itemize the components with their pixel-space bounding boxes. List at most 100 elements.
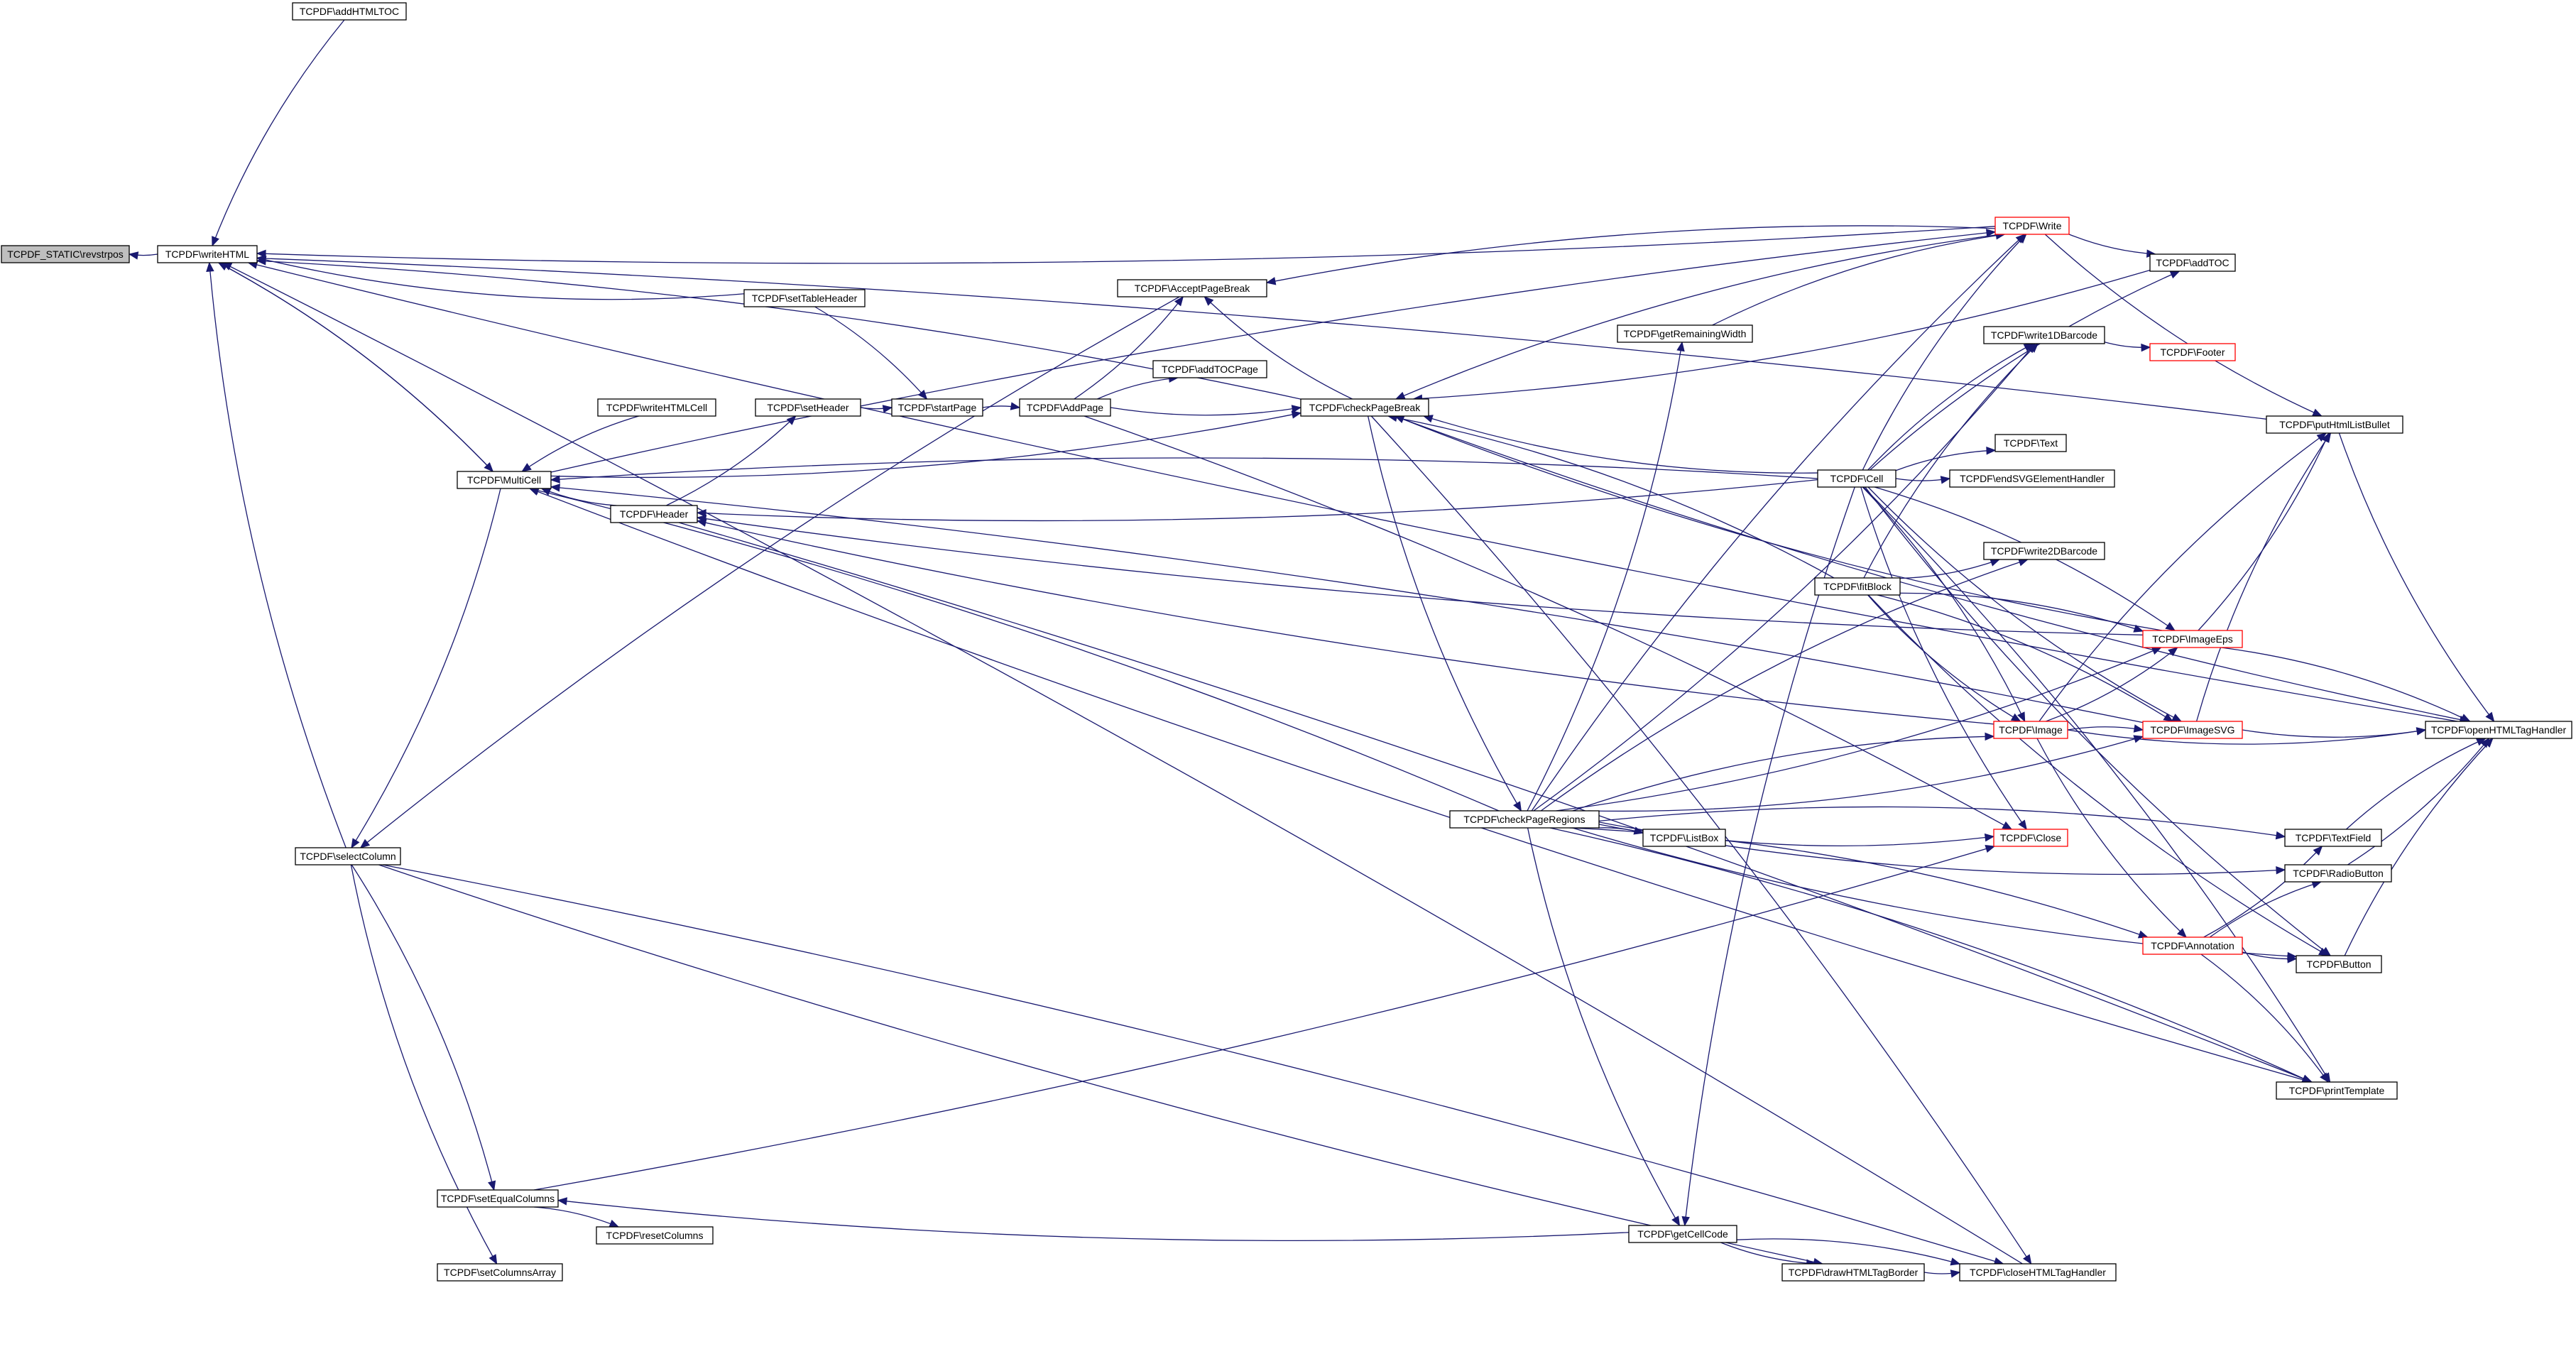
node-putHtmlListBullet[interactable]: TCPDF\putHtmlListBullet [2266, 415, 2403, 434]
edge-AcceptPageBreak-to-selectColumn [359, 296, 1180, 848]
node-RadioButton[interactable]: TCPDF\RadioButton [2284, 864, 2392, 883]
node-Image[interactable]: TCPDF\Image [1993, 721, 2068, 739]
node-endSVGElementHandler[interactable]: TCPDF\endSVGElementHandler [1949, 469, 2115, 488]
node-selectColumn[interactable]: TCPDF\selectColumn [295, 847, 401, 865]
node-label: TCPDF\ListBox [1650, 832, 1718, 843]
node-drawHTMLTagBorder[interactable]: TCPDF\drawHTMLTagBorder [1781, 1263, 1925, 1282]
node-startPage[interactable]: TCPDF\startPage [891, 398, 983, 417]
node-resetColumns[interactable]: TCPDF\resetColumns [596, 1226, 714, 1245]
node-label: TCPDF\setColumnsArray [444, 1267, 556, 1278]
node-MultiCell[interactable]: TCPDF\MultiCell [457, 471, 552, 489]
node-getCellCode[interactable]: TCPDF\getCellCode [1628, 1225, 1737, 1243]
edge-Write-to-putHtmlListBullet [2044, 234, 2323, 417]
node-Cell[interactable]: TCPDF\Cell [1817, 469, 1896, 488]
node-label: TCPDF\Header [620, 508, 689, 520]
edge-MultiCell-to-writeHTML [217, 262, 493, 472]
node-label: TCPDF\resetColumns [606, 1230, 704, 1241]
node-label: TCPDF\Write [2003, 220, 2062, 231]
edge-printTemplate-to-MultiCell [528, 488, 2312, 1083]
node-write2DBarcode[interactable]: TCPDF\write2DBarcode [1983, 542, 2105, 560]
node-Header[interactable]: TCPDF\Header [610, 505, 698, 523]
node-Button[interactable]: TCPDF\Button [2296, 955, 2382, 973]
node-setColumnsArray[interactable]: TCPDF\setColumnsArray [437, 1263, 563, 1282]
edge-checkPageBreak-to-AcceptPageBreak [1204, 296, 1353, 400]
edge-fitBlock-to-ImageSVG [1877, 594, 2174, 722]
call-nodes: TCPDF_STATIC\revstrpos TCPDF\writeHTML TCP… [1, 2, 2572, 1282]
edge-getCellCode-to-setEqualColumns [557, 1197, 1630, 1242]
edge-writeHTMLCell-to-MultiCell [521, 415, 639, 472]
node-setHeader[interactable]: TCPDF\setHeader [755, 398, 861, 417]
edge-Cell-to-Text [1895, 446, 1997, 471]
edge-ImageSVG-to-MultiCell [550, 484, 2144, 723]
node-label: TCPDF\Image [1999, 724, 2063, 736]
node-writeHTML[interactable]: TCPDF\writeHTML [157, 245, 258, 263]
node-write1DBarcode[interactable]: TCPDF\write1DBarcode [1983, 326, 2105, 344]
node-Close[interactable]: TCPDF\Close [1993, 829, 2068, 847]
edge-AddPage-to-checkPageBreak [1110, 405, 1302, 416]
node-ImageEps[interactable]: TCPDF\ImageEps [2142, 630, 2243, 648]
node-label: TCPDF\drawHTMLTagBorder [1789, 1267, 1919, 1278]
node-label: TCPDF\openHTMLTagHandler [2431, 724, 2567, 736]
edge-getRemainingWidth-to-Write [1712, 231, 2006, 326]
node-label: TCPDF\AcceptPageBreak [1135, 283, 1251, 294]
edge-checkPageRegions-to-MultiCell [528, 486, 1500, 812]
node-revstrpos: TCPDF_STATIC\revstrpos [1, 245, 130, 263]
edge-Cell-to-Close [1860, 486, 2027, 831]
edge-fitBlock-to-checkPageBreak [1387, 413, 1835, 579]
node-ImageSVG[interactable]: TCPDF\ImageSVG [2142, 721, 2243, 739]
node-printTemplate[interactable]: TCPDF\printTemplate [2276, 1081, 2398, 1100]
node-addHTMLTOC[interactable]: TCPDF\addHTMLTOC [292, 2, 407, 21]
edge-selectColumn-to-setEqualColumns [351, 864, 496, 1191]
edge-Write-to-checkPageBreak [1395, 234, 2002, 400]
edge-MultiCell-to-selectColumn [351, 488, 501, 849]
edge-Write-to-AcceptPageBreak [1265, 225, 1996, 285]
node-TextField[interactable]: TCPDF\TextField [2284, 829, 2382, 847]
node-AddPage[interactable]: TCPDF\AddPage [1019, 398, 1111, 417]
node-label: TCPDF\writeHTMLCell [606, 402, 707, 413]
node-ListBox[interactable]: TCPDF\ListBox [1642, 829, 1726, 847]
node-label: TCPDF\RadioButton [2293, 868, 2384, 879]
node-label: TCPDF\getRemainingWidth [1624, 328, 1747, 339]
node-getRemainingWidth[interactable]: TCPDF\getRemainingWidth [1617, 324, 1753, 343]
node-Annotation[interactable]: TCPDF\Annotation [2142, 936, 2243, 955]
node-setEqualColumns[interactable]: TCPDF\setEqualColumns [437, 1189, 559, 1208]
node-closeHTMLTagHandler[interactable]: TCPDF\closeHTMLTagHandler [1959, 1263, 2117, 1282]
edge-checkPageBreak-to-writeHTML [256, 257, 1301, 400]
edge-getCellCode-to-drawHTMLTagBorder [1720, 1242, 1816, 1267]
edge-ImageEps-to-putHtmlListBullet [2198, 432, 2330, 631]
edge-startPage-to-AddPage [982, 402, 1021, 410]
node-openHTMLTagHandler[interactable]: TCPDF\openHTMLTagHandler [2425, 721, 2572, 739]
node-label: TCPDF\getCellCode [1637, 1228, 1728, 1240]
edge-ImageSVG-to-putHtmlListBullet [2195, 432, 2332, 722]
edge-selectColumn-to-writeHTML [206, 261, 346, 848]
node-Text[interactable]: TCPDF\Text [1994, 434, 2067, 452]
node-checkPageRegions[interactable]: TCPDF\checkPageRegions [1449, 810, 1600, 829]
edge-Image-to-Header [696, 518, 1994, 725]
node-label: TCPDF\printTemplate [2289, 1085, 2385, 1096]
edge-TextField-to-openHTMLTagHandler [2345, 738, 2487, 830]
node-addTOCPage[interactable]: TCPDF\addTOCPage [1152, 360, 1267, 378]
node-Footer[interactable]: TCPDF\Footer [2149, 343, 2236, 361]
node-setTableHeader[interactable]: TCPDF\setTableHeader [743, 289, 866, 307]
edge-Write-to-addTOC [2068, 234, 2157, 258]
node-fitBlock[interactable]: TCPDF\fitBlock [1814, 577, 1901, 596]
node-addTOC[interactable]: TCPDF\addTOC [2149, 253, 2236, 272]
node-Write[interactable]: TCPDF\Write [1994, 217, 2070, 235]
edge-selectColumn-to-closeHTMLTagHandler [382, 864, 2004, 1265]
edge-Cell-to-MultiCell [550, 457, 1818, 484]
node-AcceptPageBreak[interactable]: TCPDF\AcceptPageBreak [1117, 279, 1267, 297]
edge-getCellCode-to-closeHTMLTagHandler [1736, 1238, 1961, 1266]
edge-checkPageRegions-to-ImageSVG [1588, 735, 2144, 812]
node-label: TCPDF\addTOCPage [1162, 364, 1258, 375]
node-label: TCPDF\putHtmlListBullet [2279, 419, 2390, 430]
node-writeHTMLCell[interactable]: TCPDF\writeHTMLCell [597, 398, 716, 417]
node-label: TCPDF\fitBlock [1823, 581, 1892, 592]
node-label: TCPDF\Annotation [2151, 940, 2234, 951]
edge-Image-to-ImageEps [2046, 647, 2178, 722]
node-label: TCPDF\checkPageBreak [1309, 402, 1421, 413]
node-label: TCPDF\ImageSVG [2150, 724, 2234, 736]
node-label: TCPDF\MultiCell [467, 474, 541, 486]
edge-ImageEps-to-Header [696, 515, 2144, 635]
node-checkPageBreak[interactable]: TCPDF\checkPageBreak [1300, 398, 1429, 417]
